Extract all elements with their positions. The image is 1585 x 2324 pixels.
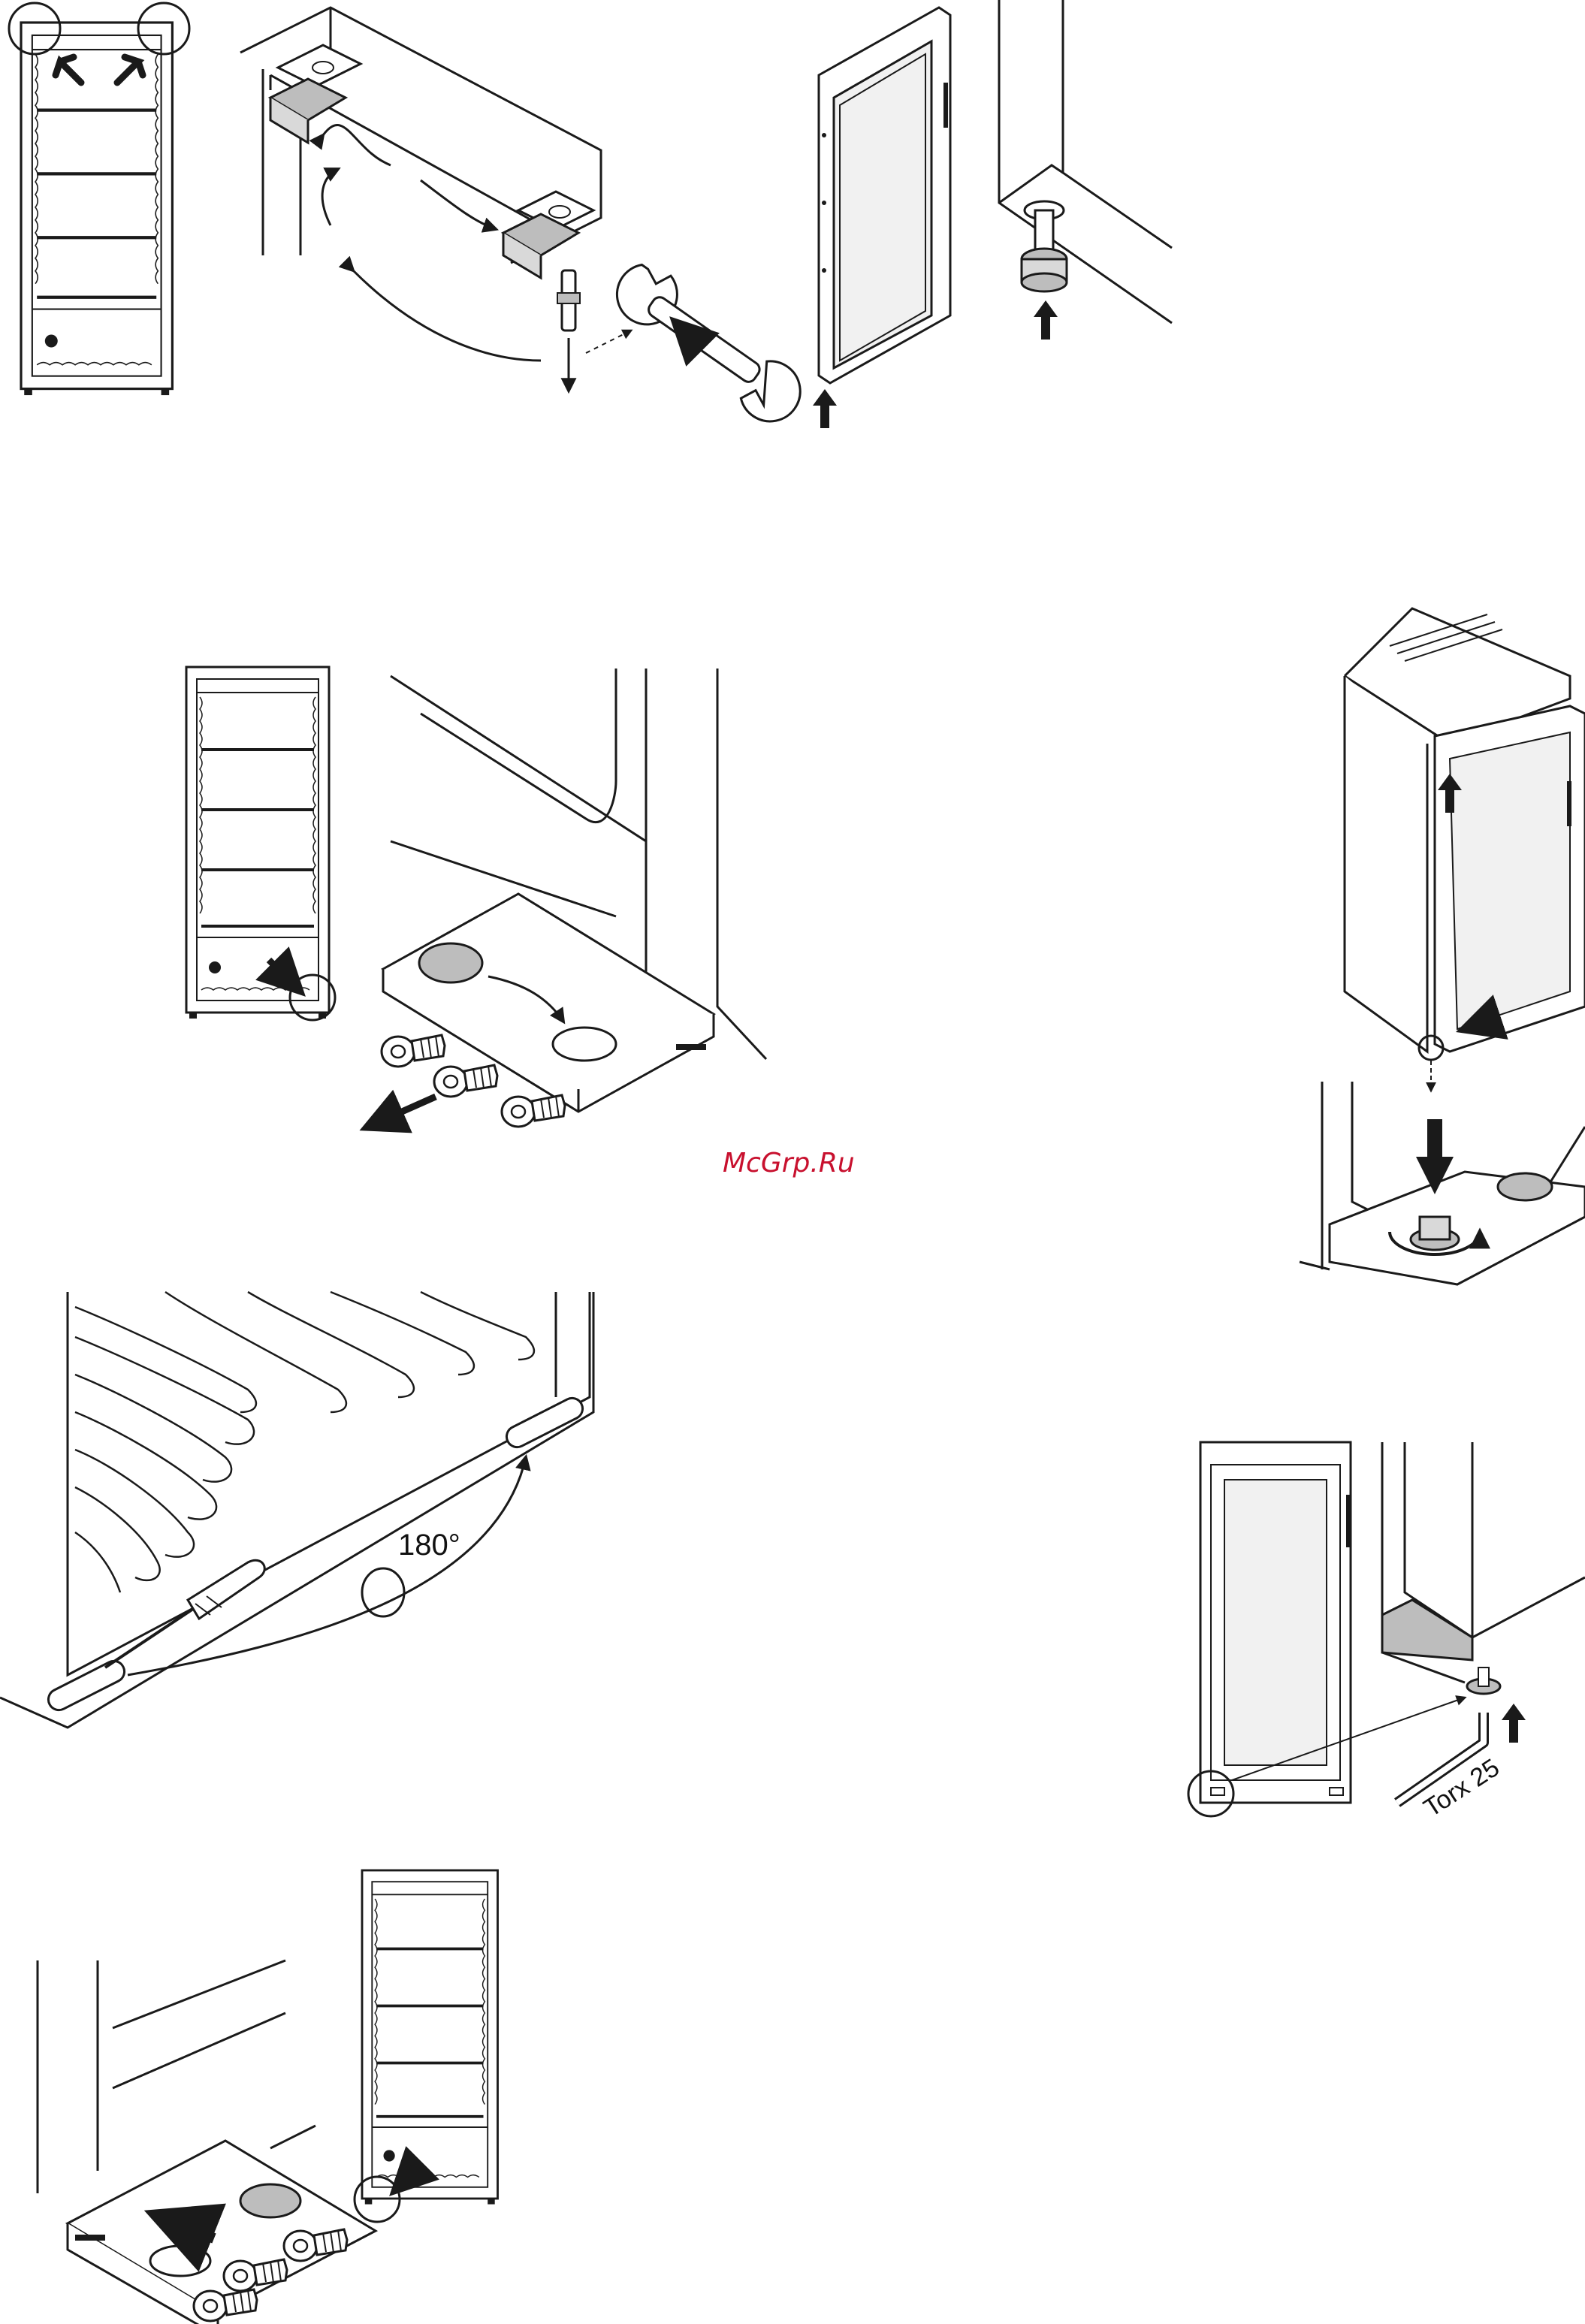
screw-icon	[382, 1035, 445, 1067]
arrow-down-icon	[368, 1097, 436, 1127]
step-2-base-cover	[186, 667, 766, 1127]
screw-icon	[502, 1095, 565, 1127]
fridge-overview-top	[9, 3, 189, 395]
screw-icon	[194, 2289, 257, 2321]
adjustable-foot	[1467, 1668, 1500, 1694]
step-1-top-hinge	[9, 0, 1172, 433]
bottom-grille-ribs	[75, 1292, 534, 1592]
wrench-icon	[600, 254, 817, 433]
step-4-rotate-hinge: 180°	[0, 1292, 593, 1728]
curved-arrow-icon	[323, 125, 391, 165]
cabinet-bottom-corner	[38, 1960, 315, 2193]
curved-arrow-icon	[421, 180, 496, 229]
glass-door	[813, 8, 950, 428]
step-6-refit-cover	[38, 1870, 498, 2324]
base-cover-plate	[383, 894, 714, 1112]
glass-door	[1435, 706, 1585, 1052]
step-3-door-reinstall	[1300, 608, 1585, 1284]
curved-arrow-icon	[322, 169, 338, 225]
hinge-bracket	[270, 45, 361, 143]
hinge-bracket-moved	[503, 192, 593, 278]
rotation-angle-label: 180°	[398, 1529, 460, 1562]
screw-icon	[434, 1065, 497, 1097]
watermark: McGrp.Ru	[723, 1148, 855, 1179]
hinge-pin	[557, 270, 580, 391]
fridge-front-door	[1188, 1442, 1351, 1816]
curved-arrow-icon	[128, 1457, 526, 1675]
step-5-torx-foot: Torx 25	[1188, 1442, 1585, 1823]
curved-arrow-icon	[353, 270, 541, 361]
cover-plug	[419, 943, 482, 982]
